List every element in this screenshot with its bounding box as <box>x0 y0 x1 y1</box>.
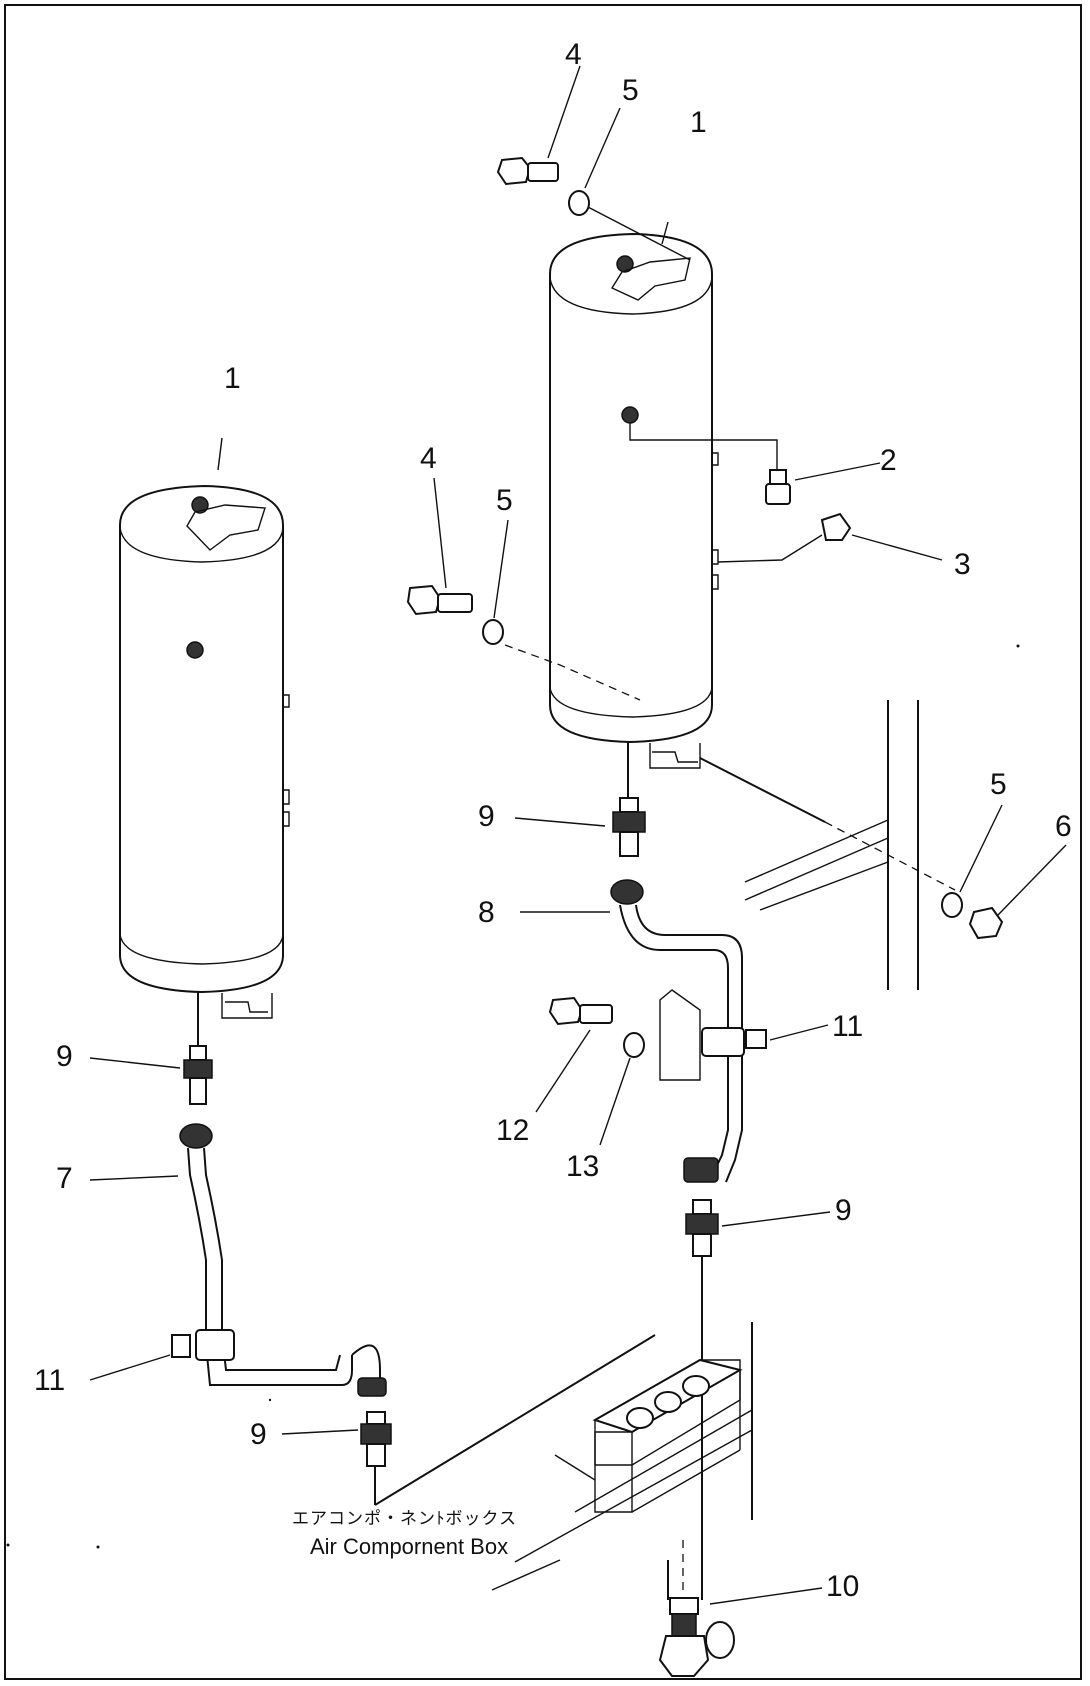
label-pipe-8: 8 <box>478 896 495 929</box>
label-connector-left: 9 <box>56 1040 73 1073</box>
label-bolt-12: 12 <box>496 1114 530 1147</box>
label-clamp-right: 11 <box>832 1010 864 1043</box>
left-connector <box>90 1046 212 1104</box>
label-washer-mid: 5 <box>496 484 513 517</box>
label-plug-3: 3 <box>954 548 971 581</box>
drain-valve <box>660 1540 822 1676</box>
label-drain-valve-10: 10 <box>826 1570 860 1603</box>
left-pipe <box>90 1124 386 1396</box>
label-pipe-7: 7 <box>56 1162 73 1195</box>
label-connector-lower-right: 9 <box>835 1194 852 1227</box>
drawing-border <box>4 4 1082 1680</box>
left-clamp <box>90 1330 234 1380</box>
label-washer-13: 13 <box>566 1150 600 1183</box>
scan-specks <box>6 644 1020 1549</box>
label-clamp-left: 11 <box>34 1364 66 1397</box>
lower-left-connector <box>282 1412 391 1505</box>
plugs-2-3 <box>630 423 942 562</box>
label-plug-2: 2 <box>880 444 897 477</box>
mounting-frame <box>700 700 1066 990</box>
right-pipe <box>520 880 742 1182</box>
label-right-tank: 1 <box>690 106 707 139</box>
air-component-box <box>375 1322 752 1600</box>
label-washer-top: 5 <box>622 74 639 107</box>
label-nut-6: 6 <box>1055 810 1072 843</box>
top-bolt-and-washer <box>498 66 620 215</box>
right-clamp <box>660 990 828 1080</box>
label-washer-right: 5 <box>990 768 1007 801</box>
label-connector-lower-left: 9 <box>250 1418 267 1451</box>
label-bolt-top: 4 <box>565 38 582 71</box>
right-connector <box>515 798 645 856</box>
left-air-tank <box>120 438 289 1048</box>
middle-bolt-and-washer <box>408 478 640 700</box>
label-connector-right: 9 <box>478 800 495 833</box>
bolt-12-and-washer-13 <box>536 998 644 1145</box>
caption-japanese: エアコンポ・ネンﾄボックス <box>292 1509 517 1529</box>
label-left-tank: 1 <box>224 362 241 395</box>
caption-english: Air Compornent Box <box>310 1534 509 1559</box>
right-air-tank <box>550 206 718 798</box>
label-bolt-mid: 4 <box>420 442 437 475</box>
lower-right-connector <box>686 1200 830 1560</box>
